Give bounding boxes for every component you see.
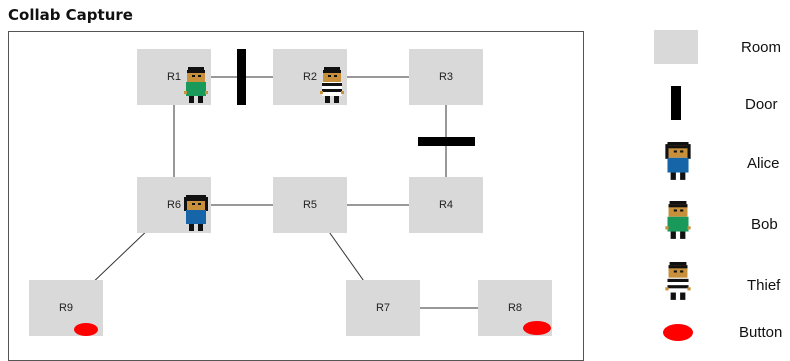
app-title: Collab Capture [8, 6, 133, 24]
legend-alice-label: Alice [747, 155, 780, 172]
legend-door-icon [671, 86, 681, 120]
alice-character[interactable] [184, 195, 208, 233]
room-label: R1 [166, 71, 182, 83]
legend-thief-label: Thief [747, 277, 781, 294]
room-label: R2 [302, 71, 318, 83]
room-r5[interactable]: R5 [273, 177, 347, 233]
room-label: R8 [507, 302, 523, 314]
door-r3-r4[interactable] [418, 137, 475, 146]
legend-bob-label: Bob [751, 216, 778, 233]
room-r3[interactable]: R3 [409, 49, 483, 105]
legend-button-icon [663, 324, 693, 341]
room-label: R9 [58, 302, 74, 314]
button-r8[interactable] [523, 321, 551, 335]
room-label: R7 [375, 302, 391, 314]
door-r1-r2[interactable] [237, 49, 246, 105]
legend-alice-icon [665, 142, 691, 180]
legend-room-swatch [654, 30, 698, 64]
room-r4[interactable]: R4 [409, 177, 483, 233]
legend-door-label: Door [745, 96, 778, 113]
legend-bob-icon [665, 201, 691, 239]
room-label: R5 [302, 199, 318, 211]
legend-button-label: Button [739, 324, 783, 341]
legend-thief-icon [665, 262, 691, 300]
room-label: R3 [438, 71, 454, 83]
room-label: R6 [166, 199, 182, 211]
room-label: R4 [438, 199, 454, 211]
thief-character[interactable] [320, 67, 344, 105]
bob-character[interactable] [184, 67, 208, 105]
button-r9[interactable] [74, 323, 98, 336]
room-r7[interactable]: R7 [346, 280, 420, 336]
legend-room-label: Room [741, 39, 782, 56]
